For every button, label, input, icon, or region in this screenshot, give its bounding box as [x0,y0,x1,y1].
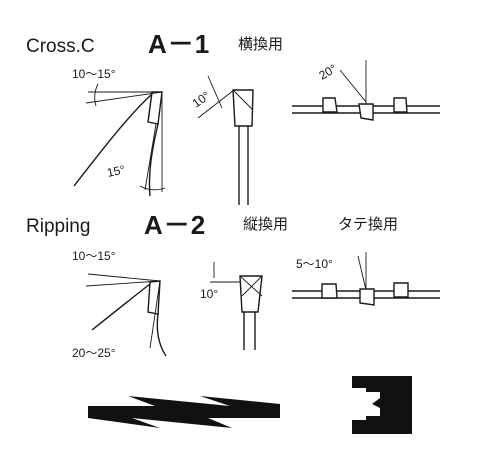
a1-side-arc [139,185,166,191]
cross-cut-label: Cross.C [26,36,95,57]
a2-reference-line [87,273,161,282]
section-a2: Ripping A－2 縦換用 タテ換用 10～15° 20～25° 10° [26,210,440,360]
a2-side-view: 10～15° 20～25° [72,249,167,360]
a2-alt-tooth-1 [321,283,338,299]
a1-side-angle: 15° [106,162,127,180]
a2-jp-label-1: 縦換用 [243,215,288,233]
a2-front-diag [239,275,263,297]
a1-alternate-angle: 20° [317,61,340,82]
tooth-profile-icon [352,376,412,434]
a2-alt-line [357,255,367,291]
a2-front-tooth [239,275,263,313]
a1-face-angle: 10° [190,88,213,110]
a1-face-guide [207,75,223,109]
a1-alt-tooth-2 [358,103,374,121]
a2-front-view: 10° [200,262,263,350]
a1-code: A－1 [148,29,210,59]
a2-front-diag-2 [241,275,263,297]
ripping-label: Ripping [26,216,90,237]
a2-tooth-tip [147,280,161,315]
a1-alt-tooth-3 [393,97,408,113]
tooth-profile-shape [352,376,412,434]
a1-tooth-back [148,123,159,197]
a1-front-diag [232,89,254,111]
a2-jp-label-2: タテ換用 [338,215,398,233]
section-a1: Cross.C A－1 横換用 10～15° 15° 10° [26,29,440,205]
kerf-bolt-icon [88,396,280,428]
a2-bevel-line [85,280,161,287]
a1-bevel-arc [94,83,99,107]
a1-top-bevel-angle: 10～15° [72,67,116,81]
a1-tooth-tip [147,91,163,125]
a2-alt-tooth-2 [359,288,375,306]
a1-alt-line [339,69,367,103]
a1-gullet-curve [73,93,153,187]
a1-face-line [197,89,235,119]
a2-code: A－2 [144,210,206,240]
a2-gullet-line [91,283,151,331]
a2-top-bevel-angle: 10～15° [72,249,116,263]
a2-hook-line [149,280,161,349]
kerf-bolt-shape [88,396,280,428]
a1-bevel-line [85,91,163,104]
a2-face-angle: 10° [200,287,218,301]
a2-tooth-back [156,313,167,357]
a2-alternate-angle: 5～10° [296,257,333,271]
a2-top-view: 5～10° [292,252,440,306]
a2-alt-tooth-3 [393,282,409,298]
a1-jp-label: 横換用 [238,35,283,53]
a2-hook-angle: 20～25° [72,346,116,360]
a1-side-line [144,123,157,191]
a1-front-tooth [232,89,254,127]
a1-front-view: 10° [190,75,254,205]
a1-top-view: 20° [292,60,440,121]
a1-side-view: 10～15° 15° [72,67,166,197]
a1-alt-tooth-1 [322,97,338,113]
